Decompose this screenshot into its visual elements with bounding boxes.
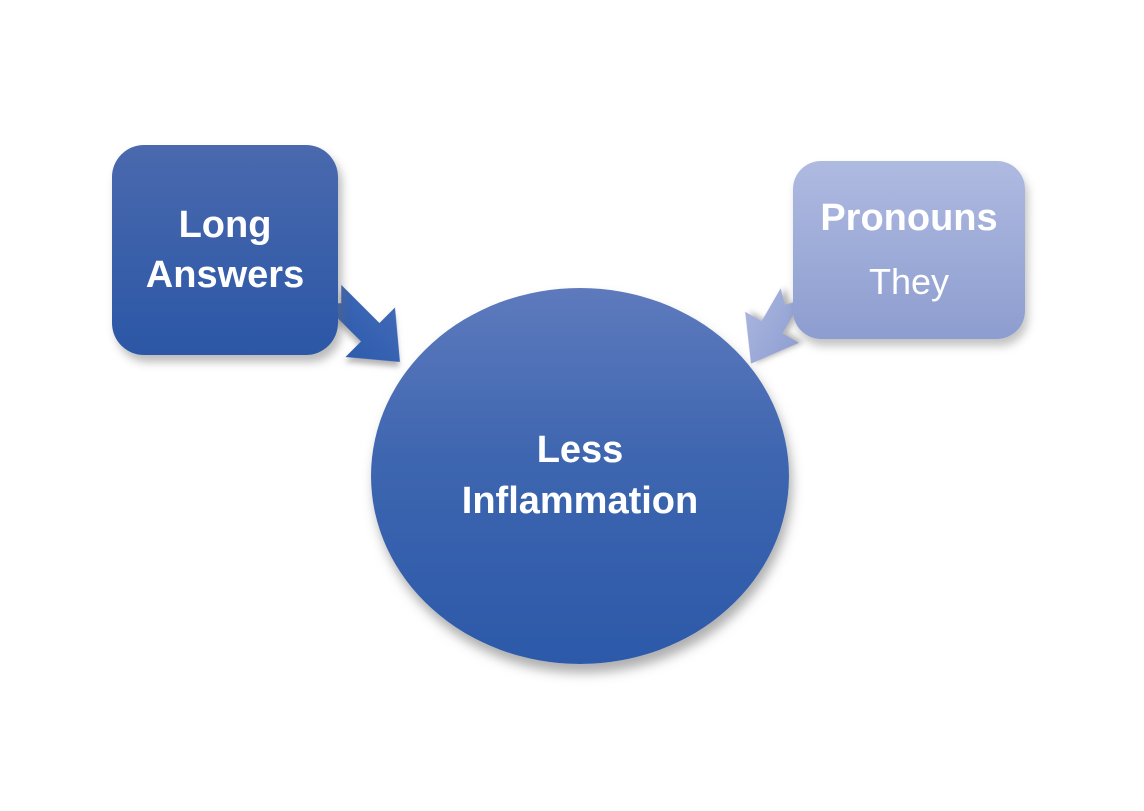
arrow-pronouns-to-center: [745, 288, 802, 364]
less-inflammation-label: Less Inflammation: [461, 428, 699, 522]
long-answers-label: Long Answers: [145, 203, 305, 296]
pronouns-label: Pronouns: [820, 197, 998, 240]
node-less-inflammation: Less Inflammation: [371, 288, 789, 664]
node-long-answers: Long Answers: [112, 145, 338, 355]
arrow-long-answers-to-center: [322, 284, 400, 362]
node-pronouns: Pronouns They: [793, 161, 1025, 339]
pronouns-sublabel: They: [868, 261, 950, 303]
